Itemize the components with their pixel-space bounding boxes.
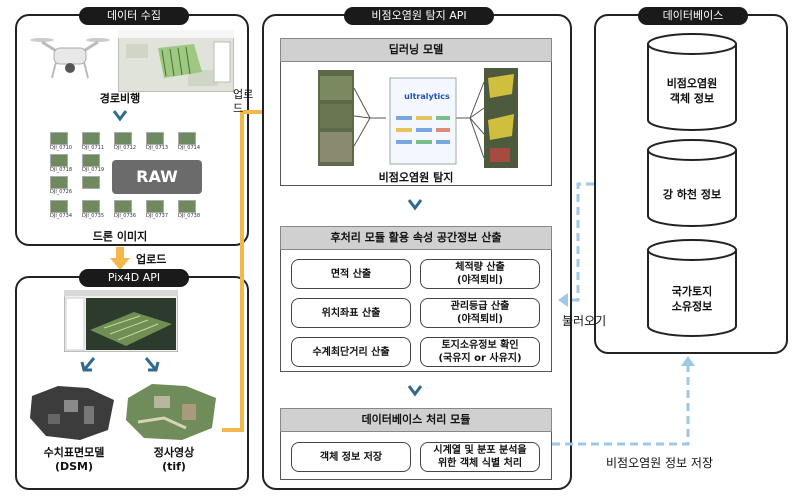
deep-learning-figure xyxy=(318,68,518,168)
object-identify-label: 시계열 및 분포 분석을 xyxy=(433,445,527,456)
db-store-river-info: 강 하천 정보 xyxy=(646,186,738,202)
database-cylinders xyxy=(647,33,737,337)
ortho-label-line2: (tif) xyxy=(162,460,186,473)
upload-label-2-line1: 업로 xyxy=(233,88,254,101)
detection-caption: 비점오염원 탐지 xyxy=(378,171,454,184)
ownership-check-sub: (국유지 or 사유지) xyxy=(438,353,522,364)
drone-image-grid: DJI_0710 DJI_0711 DJI_0712 DJI_0713 DJI_… xyxy=(50,130,200,225)
thumbnail xyxy=(82,200,100,213)
file-label: DJI_0712 xyxy=(114,145,137,151)
area-calc-label: 면적 산출 xyxy=(330,268,372,280)
arrow-down-left-icon xyxy=(80,357,96,372)
thumbnail xyxy=(178,200,196,213)
upload-label-2-line2: 드 xyxy=(233,102,244,115)
grade-calc-sub: (야적퇴비) xyxy=(457,314,503,325)
db-store-object-line2: 객체 정보 xyxy=(669,92,715,105)
arrow-down-icon xyxy=(407,199,423,211)
ultralytics-logo: ultralytics xyxy=(404,92,450,101)
upload-arrow-down xyxy=(110,247,130,270)
thumbnail xyxy=(82,154,100,167)
thumbnail xyxy=(50,154,68,167)
thumbnail xyxy=(114,132,132,145)
file-label: DJI_0714 xyxy=(178,145,201,151)
distance-calc-cell: 수계최단거리 산출 xyxy=(291,337,411,367)
coordinate-calc-cell: 위치좌표 산출 xyxy=(291,298,411,328)
drone-images-label: 드론 이미지 xyxy=(92,230,148,243)
ownership-check-cell: 토지소유정보 확인 (국유지 or 사유지) xyxy=(420,337,540,367)
deep-learning-title: 딥러닝 모델 xyxy=(280,38,552,62)
save-info-label: 비점오염원 정보 저장 xyxy=(606,456,713,470)
volume-calc-label: 체적량 산출 xyxy=(455,262,505,273)
upload-label: 업로드 xyxy=(136,253,167,266)
file-label: DJI_0710 xyxy=(50,145,73,151)
thumbnail xyxy=(82,132,100,145)
thumbnail xyxy=(50,176,68,189)
distance-calc-label: 수계최단거리 산출 xyxy=(312,346,390,358)
ortho-label: 정사영상 (tif) xyxy=(134,446,214,474)
flight-path-map xyxy=(118,30,234,92)
coordinate-calc-label: 위치좌표 산출 xyxy=(321,307,381,319)
thumbnail xyxy=(178,132,196,145)
volume-calc-sub: (야적퇴비) xyxy=(457,275,503,286)
dsm-label-line1: 수치표면모델 xyxy=(43,446,105,459)
raw-badge: RAW xyxy=(112,160,202,194)
data-collection-title: 데이터 수집 xyxy=(79,7,189,25)
orthomosaic-image xyxy=(126,384,216,440)
thumbnail xyxy=(146,200,164,213)
upload-label-2: 업로 드 xyxy=(233,88,253,116)
db-store-object-line1: 비점오염원 xyxy=(666,77,718,90)
pix4d-title: Pix4D API xyxy=(79,269,189,287)
dsm-label: 수치표면모델 (DSM) xyxy=(34,446,114,474)
file-label: DJI_0737 xyxy=(146,213,169,219)
thumbnail xyxy=(50,132,68,145)
db-module-title: 데이터베이스 처리 모듈 xyxy=(280,408,552,432)
file-label: DJI_0735 xyxy=(82,213,105,219)
grade-calc-cell: 관리등급 산출 (야적퇴비) xyxy=(420,298,540,328)
database-title: 데이터베이스 xyxy=(638,7,748,25)
arrow-down-icon xyxy=(407,385,423,397)
db-store-land-line2: 소유정보 xyxy=(671,300,713,313)
grade-calc-label: 관리등급 산출 xyxy=(450,301,510,312)
db-store-land-info: 국가토지 소유정보 xyxy=(646,284,738,314)
thumbnail xyxy=(146,132,164,145)
file-label: DJI_0736 xyxy=(114,213,137,219)
thumbnail xyxy=(114,200,132,213)
file-label: DJI_0719 xyxy=(82,167,105,173)
object-identify-cell: 시계열 및 분포 분석을 위한 객체 식별 처리 xyxy=(420,442,540,472)
detection-api-title: 비점오염원 탐지 API xyxy=(344,7,494,25)
file-label: DJI_0718 xyxy=(50,167,73,173)
file-label: DJI_0734 xyxy=(50,213,73,219)
drone-icon xyxy=(30,38,110,79)
ownership-check-label: 토지소유정보 확인 xyxy=(441,340,519,351)
db-store-river-line1: 강 하천 정보 xyxy=(662,188,722,201)
db-store-land-line1: 국가토지 xyxy=(671,285,713,298)
area-calc-cell: 면적 산출 xyxy=(291,259,411,289)
db-store-object-info: 비점오염원 객체 정보 xyxy=(646,76,738,106)
dsm-image xyxy=(30,386,114,440)
file-label: DJI_0738 xyxy=(178,213,201,219)
file-label: DJI_0726 xyxy=(50,189,73,195)
file-label: DJI_0711 xyxy=(82,145,105,151)
object-save-label: 객체 정보 저장 xyxy=(319,451,383,463)
arrow-down-icon xyxy=(112,110,128,122)
flight-path-label: 경로비행 xyxy=(99,92,141,105)
load-label: 불러오기 xyxy=(562,314,607,328)
file-label: DJI_0713 xyxy=(146,145,169,151)
dsm-label-line2: (DSM) xyxy=(54,460,94,473)
thumbnail xyxy=(50,200,68,213)
object-save-cell: 객체 정보 저장 xyxy=(291,442,411,472)
thumbnail xyxy=(82,176,100,189)
volume-calc-cell: 체적량 산출 (야적퇴비) xyxy=(420,259,540,289)
object-identify-sub: 위한 객체 식별 처리 xyxy=(437,458,523,469)
ortho-label-line1: 정사영상 xyxy=(153,446,195,459)
arrow-down-right-icon xyxy=(144,357,160,372)
pix4d-software-screenshot xyxy=(64,290,178,352)
postprocess-title: 후처리 모듈 활용 속성 공간정보 산출 xyxy=(280,226,552,250)
